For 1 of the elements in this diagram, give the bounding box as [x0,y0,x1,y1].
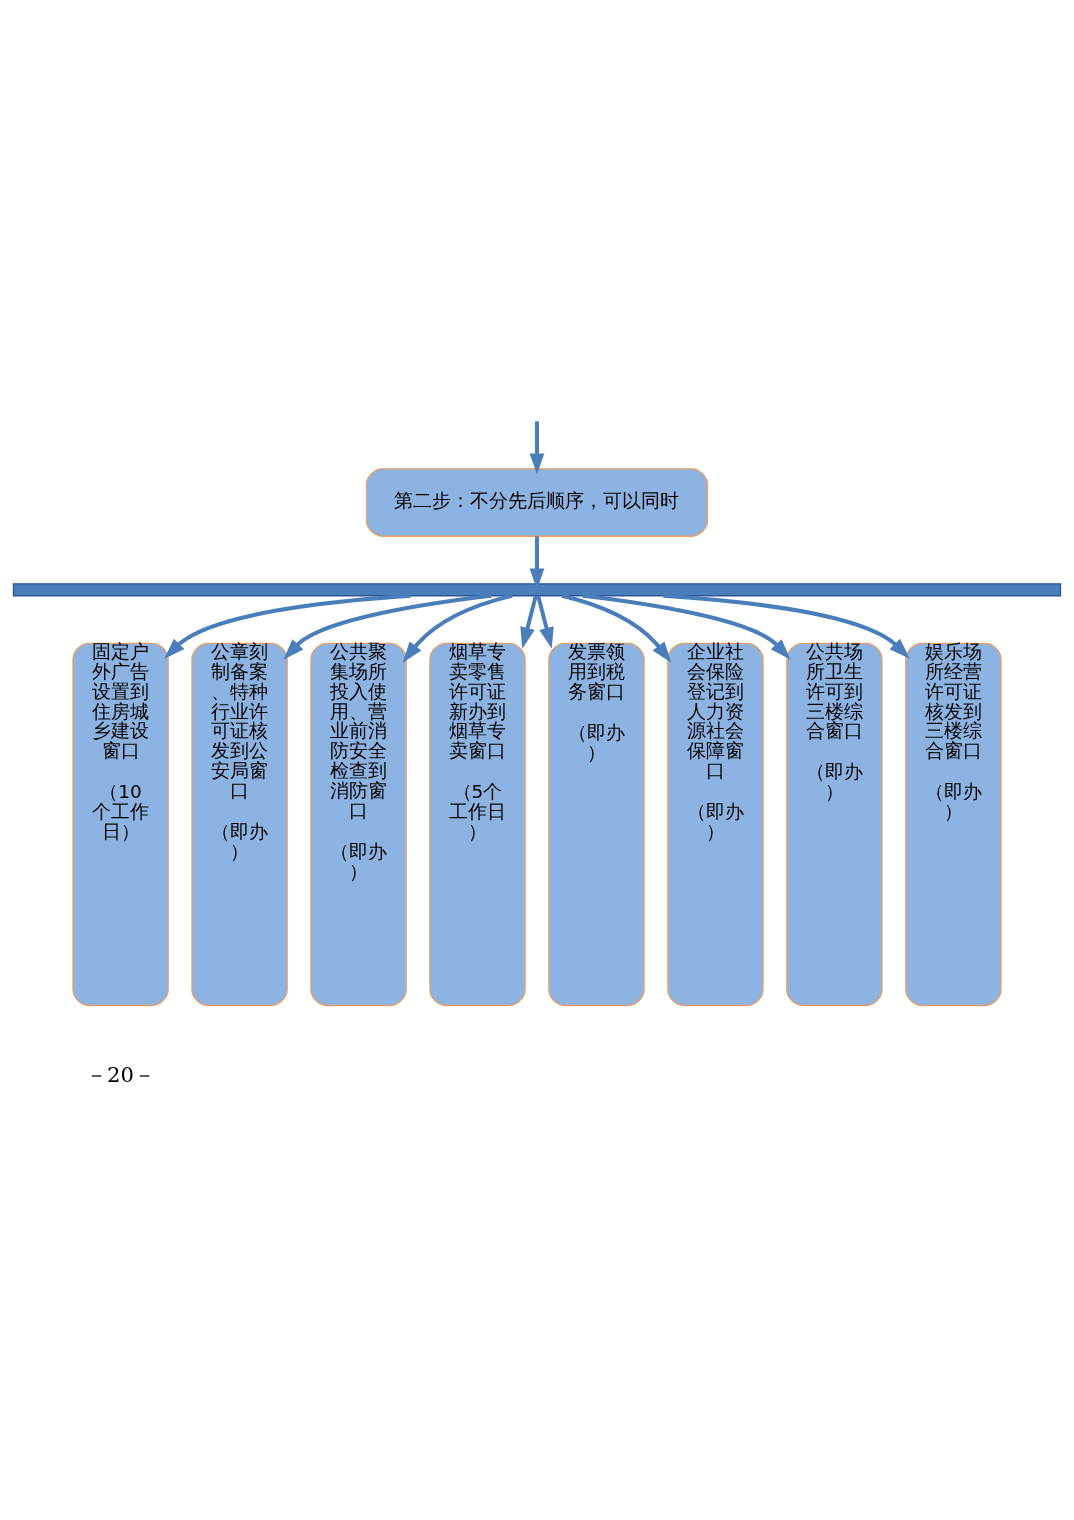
label: －20－ [86,1061,156,1087]
